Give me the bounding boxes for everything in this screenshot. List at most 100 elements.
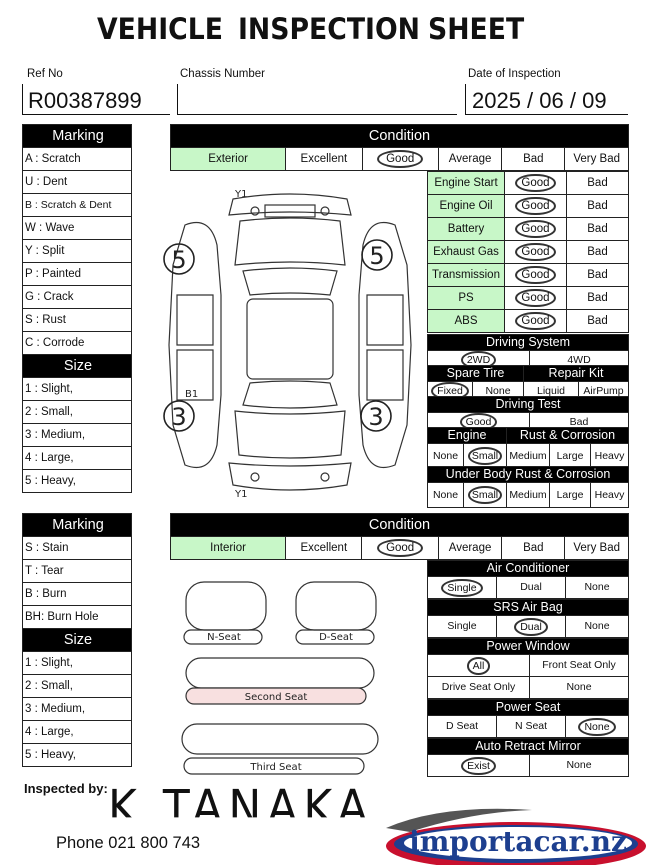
grade-good[interactable]: Good: [361, 536, 439, 560]
condition-title: Condition: [170, 124, 629, 148]
mirror-title: Auto Retract Mirror: [427, 738, 629, 755]
grade-average[interactable]: Average: [437, 536, 503, 560]
size-item: 2 : Small,: [22, 400, 132, 424]
option-none[interactable]: None: [565, 715, 629, 738]
damage-grade: 3: [368, 403, 383, 431]
check-name: Engine Start: [427, 171, 505, 195]
hood: [234, 217, 346, 266]
option-exist[interactable]: Exist: [427, 754, 530, 777]
check-good[interactable]: Good: [504, 309, 567, 333]
seats-diagram[interactable]: N-Seat D-Seat Second Seat Third Seat: [178, 578, 383, 778]
damage-grade: 5: [369, 242, 384, 270]
damage-grade: 5: [171, 246, 186, 274]
check-name: Battery: [427, 217, 505, 241]
driving-test-title: Driving Test: [427, 396, 629, 413]
option-heavy[interactable]: Heavy: [590, 443, 629, 469]
damage-circle: [163, 243, 195, 275]
trunk: [234, 410, 346, 459]
size-item: 4 : Large,: [22, 446, 132, 470]
grade-very-bad[interactable]: Very Bad: [564, 147, 629, 171]
check-bad[interactable]: Bad: [566, 286, 629, 310]
option-front-seat-only[interactable]: Front Seat Only: [529, 654, 629, 677]
option-none[interactable]: None: [427, 443, 464, 469]
date-value: 2025 / 06 / 09: [472, 88, 607, 113]
option-none[interactable]: None: [565, 615, 629, 638]
option-d-seat[interactable]: D Seat: [427, 715, 497, 738]
option-small[interactable]: Small: [463, 443, 507, 469]
grade-good[interactable]: Good: [361, 147, 439, 171]
marking-item: B : Burn: [22, 582, 132, 606]
check-good[interactable]: Good: [504, 263, 567, 287]
option-medium[interactable]: Medium: [506, 482, 550, 508]
car-diagram[interactable]: 5 5 3 3 Y1 Y1 B1: [155, 185, 425, 505]
marking-item: A : Scratch: [22, 147, 132, 171]
check-good[interactable]: Good: [504, 194, 567, 218]
engine-title: Engine: [427, 427, 507, 444]
check-good[interactable]: Good: [504, 240, 567, 264]
option-medium[interactable]: Medium: [506, 443, 550, 469]
check-bad[interactable]: Bad: [566, 194, 629, 218]
grade-excellent[interactable]: Excellent: [285, 536, 363, 560]
check-bad[interactable]: Bad: [566, 171, 629, 195]
interior-condition-table: Condition Interior Excellent Good Averag…: [169, 513, 629, 560]
selected-circle: Dual: [514, 617, 548, 636]
marking-item: BH: Burn Hole: [22, 605, 132, 629]
check-good[interactable]: Good: [504, 217, 567, 241]
option-small[interactable]: Small: [463, 482, 507, 508]
grade-average[interactable]: Average: [437, 147, 503, 171]
option-single[interactable]: Single: [427, 576, 497, 599]
grade-very-bad[interactable]: Very Bad: [564, 536, 629, 560]
power-window-title: Power Window: [427, 638, 629, 655]
selected-circle: Good: [515, 312, 556, 330]
option-none[interactable]: None: [427, 482, 464, 508]
check-bad[interactable]: Bad: [566, 217, 629, 241]
exterior-condition-table: Condition Exterior Excellent Good Averag…: [169, 124, 629, 171]
option-none[interactable]: None: [565, 576, 629, 599]
option-n-seat[interactable]: N Seat: [496, 715, 566, 738]
title-word-1: VEHICLE: [97, 12, 223, 46]
size-item: 3 : Medium,: [22, 423, 132, 447]
left-side: [168, 221, 222, 469]
selected-circle: Good: [515, 174, 556, 192]
option-large[interactable]: Large: [549, 443, 591, 469]
grade-label: Interior: [169, 536, 287, 560]
option-all[interactable]: All: [427, 654, 530, 677]
repair-kit-title: Repair Kit: [523, 365, 629, 382]
damage-circle: [163, 400, 195, 432]
option-none[interactable]: None: [529, 754, 629, 777]
check-bad[interactable]: Bad: [566, 240, 629, 264]
selected-circle: Good: [515, 197, 556, 215]
option-large[interactable]: Large: [549, 482, 591, 508]
grade-excellent[interactable]: Excellent: [285, 147, 363, 171]
option-heavy[interactable]: Heavy: [590, 482, 629, 508]
rear-window: [242, 380, 338, 409]
size-item: 3 : Medium,: [22, 697, 132, 721]
option-drive-seat-only[interactable]: Drive Seat Only: [427, 676, 530, 699]
option-none[interactable]: None: [529, 676, 629, 699]
underbody-title: Under Body Rust & Corrosion: [427, 466, 629, 483]
check-bad[interactable]: Bad: [566, 263, 629, 287]
check-good[interactable]: Good: [504, 171, 567, 195]
grade-bad[interactable]: Bad: [501, 536, 566, 560]
importacar-logo: importacar.nz: [386, 808, 646, 865]
option-dual[interactable]: Dual: [496, 615, 566, 638]
check-bad[interactable]: Bad: [566, 309, 629, 333]
third-seat: [183, 757, 365, 775]
selected-circle: Good: [515, 243, 556, 261]
marking-item: U : Dent: [22, 170, 132, 194]
selected-circle: Good: [377, 539, 424, 557]
option-dual[interactable]: Dual: [496, 576, 566, 599]
d-seat: [295, 581, 377, 631]
option-single[interactable]: Single: [427, 615, 497, 638]
interior-marking-table: Marking S : Stain T : Tear B : Burn BH: …: [22, 513, 132, 767]
check-good[interactable]: Good: [504, 286, 567, 310]
driving-system-title: Driving System: [427, 334, 629, 351]
selected-circle: None: [578, 717, 616, 736]
grade-bad[interactable]: Bad: [501, 147, 566, 171]
n-seat: [185, 581, 267, 631]
roof: [246, 298, 334, 380]
